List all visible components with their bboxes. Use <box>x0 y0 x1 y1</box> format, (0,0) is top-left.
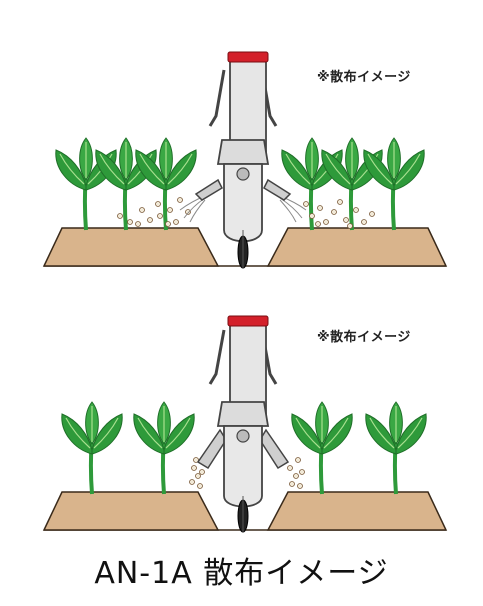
soil-ridge-right <box>266 491 448 531</box>
plant-icon <box>93 136 159 232</box>
plant-icon <box>363 400 429 496</box>
soil-ridge-right <box>266 227 448 267</box>
spreader-machine-bottom <box>196 315 290 533</box>
spread-note-top: ※散布イメージ <box>317 70 411 85</box>
spread-scene-top: ※散布イメージ <box>0 40 483 280</box>
plant-icon <box>133 136 199 232</box>
spread-illustration-top <box>42 51 448 269</box>
fertilizer-granules-left <box>117 197 191 227</box>
plant-icon <box>53 136 119 232</box>
fertilizer-granules-right <box>287 457 305 489</box>
spread-scene-bottom: ※散布イメージ <box>0 300 483 540</box>
spreader-machine-top <box>194 51 292 269</box>
plant-icon <box>59 400 125 496</box>
page-caption: AN-1A 散布イメージ <box>94 556 389 591</box>
soil-ridge-left <box>42 227 220 267</box>
fertilizer-granules-right <box>303 199 375 229</box>
spread-note-bottom: ※散布イメージ <box>317 330 411 345</box>
spread-illustration-bottom <box>42 315 448 533</box>
plant-icon <box>131 400 197 496</box>
soil-ridge-left <box>42 491 220 531</box>
plant-icon <box>289 400 355 496</box>
